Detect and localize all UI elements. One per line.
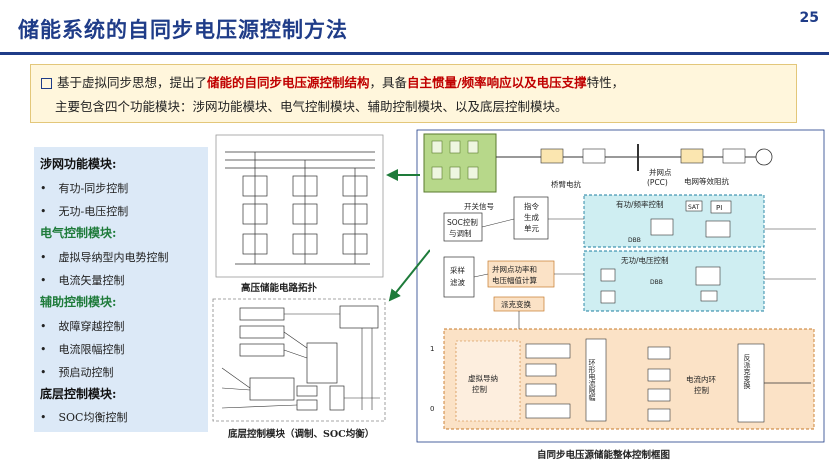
svg-text:采样: 采样 [450, 265, 465, 275]
svg-text:SAT: SAT [688, 204, 700, 211]
elec-module-title: 电气控制模块: [40, 226, 117, 240]
svg-text:虚拟导纳: 虚拟导纳 [468, 373, 498, 383]
ac-source-icon [755, 148, 773, 166]
pf-control-block [583, 194, 765, 248]
svg-text:PI: PI [716, 204, 722, 212]
svg-text:有功/频率控制: 有功/频率控制 [616, 199, 664, 209]
grid-item: 有功-同步控制 [40, 180, 129, 196]
svg-text:派克变换: 派克变换 [501, 299, 531, 309]
base-control-caption: 底层控制模块（调制、SOC均衡） [228, 429, 375, 440]
hv-topology-diagram [215, 134, 384, 278]
svg-text:无功/电压控制: 无功/电压控制 [621, 255, 669, 265]
description-box: 基于虚拟同步思想，提出了储能的自同步电压源控制结构，具备自主惯量/频率响应以及电… [30, 64, 797, 123]
page-title: 储能系统的自同步电压源控制方法 [18, 17, 348, 42]
overall-diagram-caption: 自同步电压源储能整体控制框图 [537, 450, 671, 461]
link-arrows [386, 169, 430, 302]
svg-text:(PCC): (PCC) [647, 178, 668, 187]
svg-text:电流内环: 电流内环 [686, 374, 716, 384]
elec-item: 虚拟导纳型内电势控制 [40, 249, 169, 265]
svg-text:电压幅值计算: 电压幅值计算 [492, 275, 537, 285]
base-item: SOC均衡控制 [40, 409, 128, 425]
svg-text:指令: 指令 [524, 201, 539, 211]
hv-topology-caption: 高压储能电路拓扑 [241, 283, 318, 294]
svg-text:DBB: DBB [628, 237, 641, 244]
svg-text:桥臂电抗: 桥臂电抗 [551, 179, 581, 189]
overall-control-diagram: 桥臂电抗 并网点 (PCC) 电网等效阻抗 开关信号 SOC控制 与调制 指令 … [416, 129, 825, 443]
svg-text:控制: 控制 [694, 385, 709, 395]
page-number: 25 [799, 10, 819, 26]
checkbox-icon [41, 78, 52, 89]
base-module-title: 底层控制模块: [40, 387, 117, 401]
svg-text:反派克变换: 反派克变换 [743, 353, 751, 390]
module-list-panel: 涉网功能模块: 有功-同步控制 无功-电压控制 电气控制模块: 虚拟导纳型内电势… [34, 147, 208, 432]
svg-text:生成: 生成 [524, 212, 539, 222]
svg-text:并网点: 并网点 [649, 167, 672, 177]
svg-text:开关信号: 开关信号 [464, 201, 494, 211]
svg-text:电网等效阻抗: 电网等效阻抗 [684, 176, 729, 186]
svg-text:环形电流限幅: 环形电流限幅 [588, 359, 596, 402]
svg-text:0: 0 [430, 405, 434, 413]
svg-text:DBB: DBB [650, 279, 663, 286]
aux-module-title: 辅助控制模块: [40, 295, 117, 309]
svg-text:滤波: 滤波 [450, 277, 465, 287]
svg-text:单元: 单元 [524, 223, 539, 233]
base-control-diagram [212, 298, 386, 422]
aux-item: 电流限幅控制 [40, 341, 125, 357]
elec-item: 电流矢量控制 [40, 272, 125, 288]
svg-text:控制: 控制 [472, 384, 487, 394]
svg-text:与调制: 与调制 [449, 228, 472, 238]
title-bar: 储能系统的自同步电压源控制方法 25 [0, 0, 829, 55]
svg-text:并网点功率和: 并网点功率和 [492, 264, 537, 274]
aux-item: 预启动控制 [40, 364, 114, 380]
description-text: 基于虚拟同步思想，提出了储能的自同步电压源控制结构，具备自主惯量/频率响应以及电… [41, 71, 624, 119]
aux-item: 故障穿越控制 [40, 318, 125, 334]
svg-text:SOC控制: SOC控制 [447, 217, 478, 227]
grid-item: 无功-电压控制 [40, 203, 129, 219]
arrow-icon [388, 249, 430, 302]
svg-text:1: 1 [430, 345, 434, 353]
grid-module-title: 涉网功能模块: [40, 157, 117, 171]
